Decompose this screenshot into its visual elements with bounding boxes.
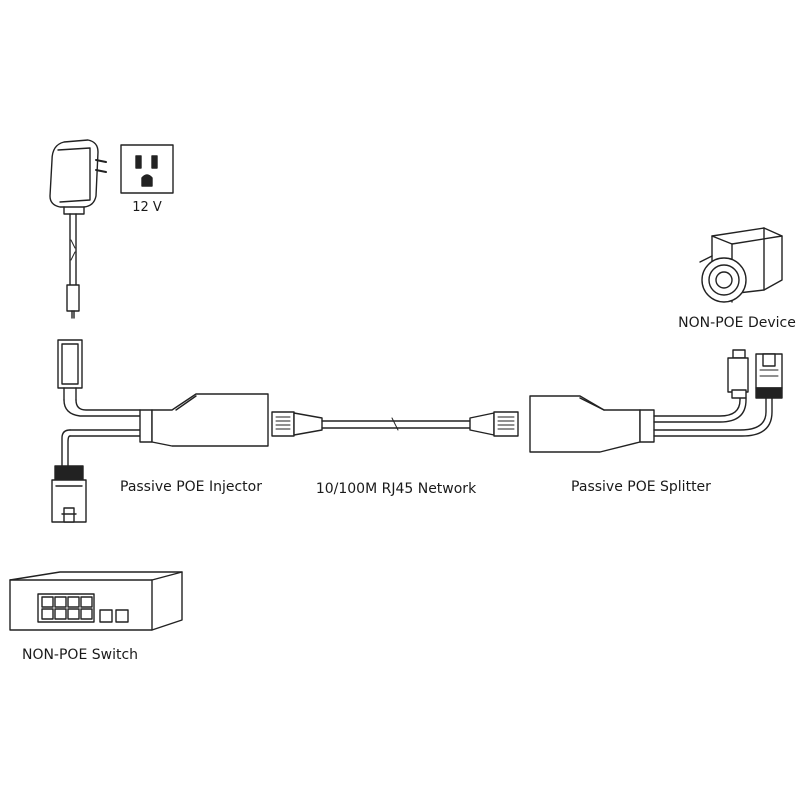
- injector-label: Passive POE Injector: [120, 479, 262, 495]
- rj45-network-cable-icon: [271, 411, 519, 437]
- switch-label: NON-POE Switch: [22, 647, 138, 663]
- dc-jack-icon: [57, 339, 83, 401]
- poe-splitter-icon: [529, 395, 773, 453]
- device-label: NON-POE Device: [678, 315, 796, 331]
- rj45-plug-device-side-icon: [755, 353, 783, 399]
- wall-outlet-icon: [120, 144, 174, 194]
- voltage-label: 12 V: [132, 200, 162, 215]
- camera-device-icon: [699, 227, 783, 303]
- network-switch-icon: [9, 571, 183, 631]
- power-adapter-icon: [49, 139, 107, 319]
- splitter-label: Passive POE Splitter: [571, 479, 711, 495]
- rj45-plug-switch-side-icon: [51, 465, 87, 523]
- poe-injector-icon: [61, 393, 269, 467]
- dc-plug-device-side-icon: [727, 349, 749, 399]
- network-label: 10/100M RJ45 Network: [316, 481, 477, 497]
